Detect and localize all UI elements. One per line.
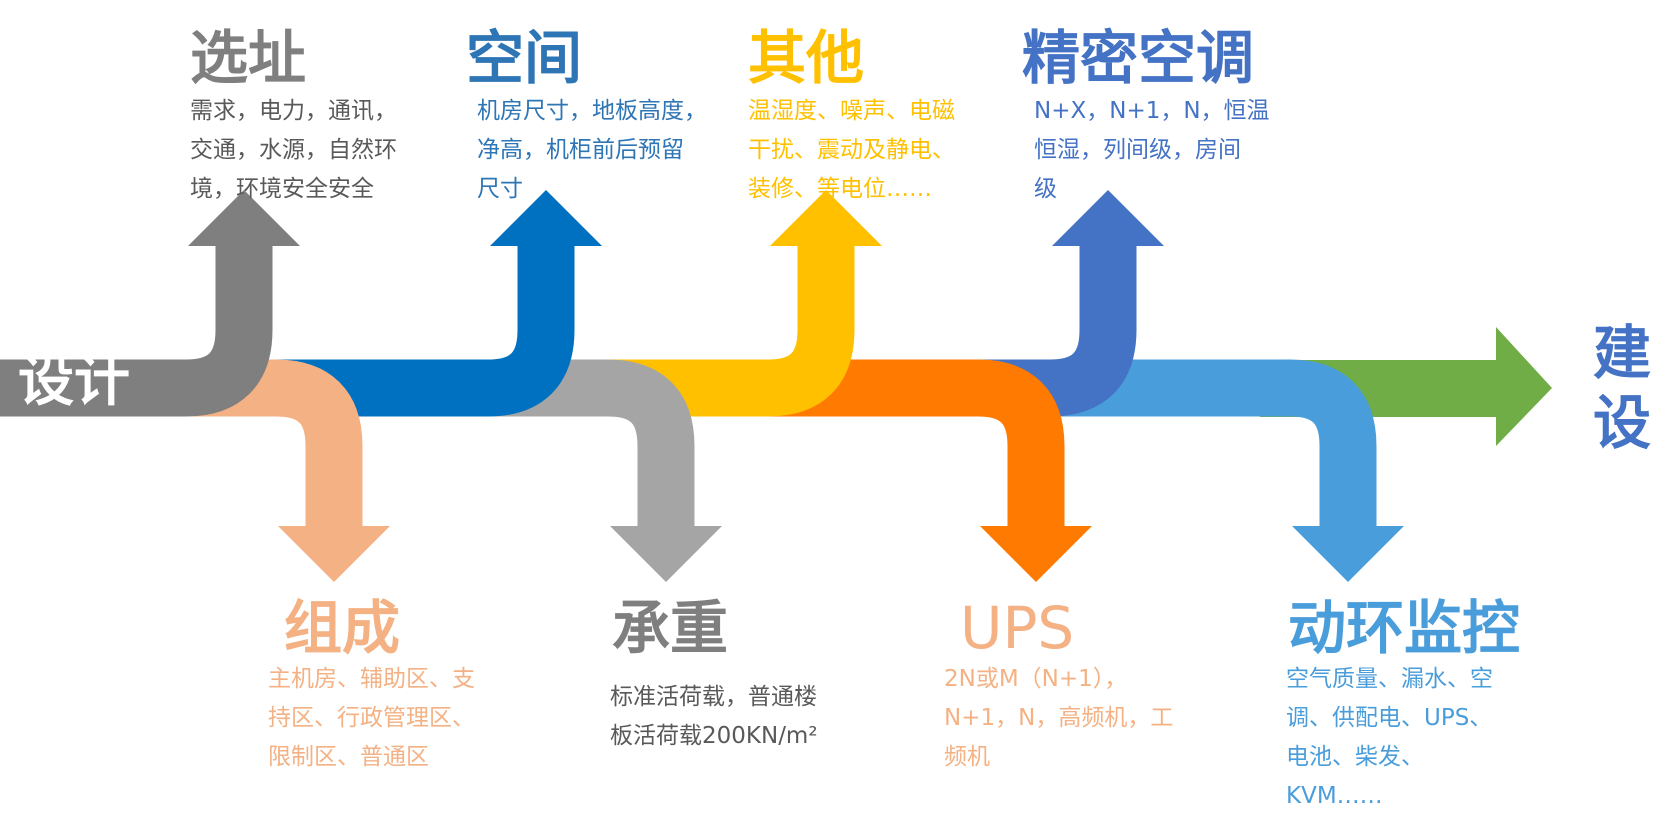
bearing-line-1: 标准活荷载，普通楼 [610,684,817,710]
other-arrow [610,190,882,417]
site-title: 选址 [190,24,307,92]
composition-line-3: 限制区、普通区 [268,744,429,770]
site-line-2: 交通，水源，自然环 [190,137,397,163]
end-label-construction: 建 设 [1592,318,1652,458]
ups-line-1: 2N或M（N+1）， [944,666,1128,692]
monitoring-arrow [1010,359,1404,582]
start-label-design: 设计 [18,349,130,414]
bearing-line-2: 板活荷载200KN/m² [610,723,818,749]
precision-ac-line-2: 恒湿，列间级，房间 [1034,137,1241,163]
ups-arrow [730,359,1092,582]
composition-line-2: 持区、行政管理区、 [268,705,475,731]
composition-line-1: 主机房、辅助区、支 [268,666,475,692]
site-description: 需求，电力，通讯， 交通，水源，自然环 境，环境安全安全 [190,92,397,209]
site-line-1: 需求，电力，通讯， [190,98,397,124]
end-label-char-1: 建 [1592,319,1651,387]
ups-title: UPS [960,594,1075,662]
monitoring-line-1: 空气质量、漏水、空 [1286,666,1493,692]
space-arrow [250,190,602,417]
bearing-description: 标准活荷载，普通楼 板活荷载200KN/m² [610,678,818,756]
bearing-title: 承重 [612,594,729,662]
other-description: 温湿度、噪声、电磁 干扰、震动及静电、 装修、等电位…… [748,92,955,209]
bearing-arrow [480,359,722,582]
site-line-3: 境，环境安全安全 [190,176,374,202]
space-line-1: 机房尺寸，地板高度， [477,98,707,124]
monitoring-description: 空气质量、漏水、空 调、供配电、UPS、 电池、柴发、 KVM…… [1286,660,1493,816]
space-description: 机房尺寸，地板高度， 净高，机柜前后预留 尺寸 [477,92,707,209]
ups-description: 2N或M（N+1）， N+1，N，高频机，工 频机 [944,660,1173,777]
composition-arrow [180,359,390,582]
precision-ac-line-1: N+X，N+1，N，恒温 [1034,98,1270,124]
monitoring-line-2: 调、供配电、UPS、 [1286,705,1493,731]
end-label-char-2: 设 [1592,389,1651,457]
precision-ac-line-3: 级 [1034,176,1057,202]
composition-description: 主机房、辅助区、支 持区、行政管理区、 限制区、普通区 [268,660,475,777]
other-line-3: 装修、等电位…… [748,176,932,202]
precision-ac-title: 精密空调 [1022,24,1255,92]
precision-ac-description: N+X，N+1，N，恒温 恒湿，列间级，房间 级 [1034,92,1270,209]
monitoring-line-3: 电池、柴发、 [1286,744,1424,770]
space-line-3: 尺寸 [477,176,523,202]
composition-title: 组成 [284,594,401,662]
monitoring-title: 动环监控 [1288,594,1521,662]
other-title: 其他 [748,24,865,92]
ups-line-2: N+1，N，高频机，工 [944,705,1174,731]
space-title: 空间 [466,24,583,92]
ups-line-3: 频机 [944,744,990,770]
precision-ac-arrow [920,190,1164,417]
site-arrow [0,190,300,417]
other-line-1: 温湿度、噪声、电磁 [748,98,955,124]
other-line-2: 干扰、震动及静电、 [748,137,955,163]
space-line-2: 净高，机柜前后预留 [477,137,684,163]
monitoring-line-4: KVM…… [1286,783,1383,809]
